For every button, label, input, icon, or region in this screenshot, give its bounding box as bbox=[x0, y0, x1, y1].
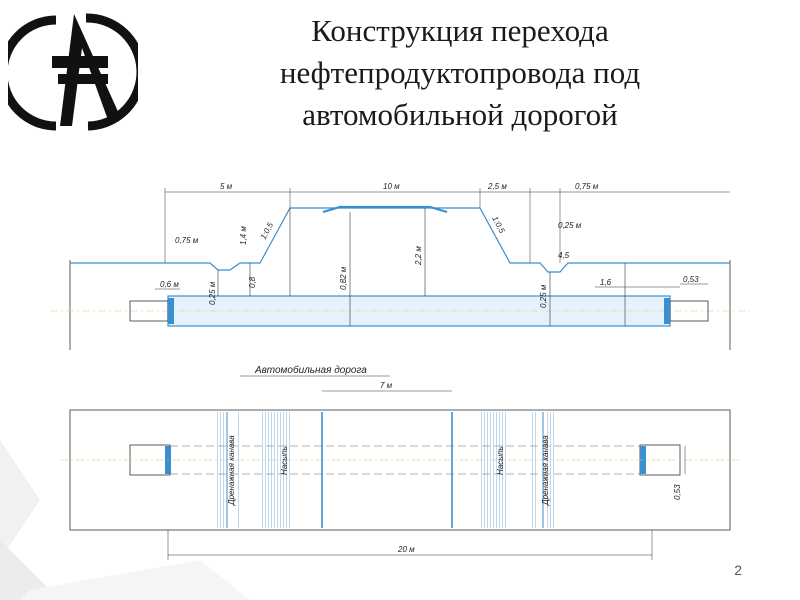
height-0-25m-left: 0,25 м bbox=[208, 281, 217, 305]
company-logo-icon bbox=[8, 13, 138, 131]
height-0-82m: 0,82 м bbox=[339, 266, 348, 290]
height-4-5: 4,5 bbox=[558, 251, 570, 260]
crossing-drawing: 5 м 10 м 2,5 м 0,75 м 0,75 м 0,25 м 1:0,… bbox=[50, 182, 750, 560]
height-0-8: 0,8 bbox=[248, 276, 257, 288]
dim-0-75m-right: 0,75 м bbox=[575, 182, 599, 191]
plan-view: Автомобильная дорога 7 м Дренажная bbox=[60, 364, 740, 560]
dim-1-6: 1,6 bbox=[600, 278, 612, 287]
height-0-25m-right: 0,25 м bbox=[539, 284, 548, 308]
slide-title: Конструкция перехода нефтепродуктопровод… bbox=[180, 10, 740, 136]
dim-2-5m: 2,5 м bbox=[487, 182, 507, 191]
title-line-1: Конструкция перехода bbox=[311, 13, 609, 48]
height-1-4m: 1,4 м bbox=[239, 226, 248, 245]
decorative-background bbox=[0, 440, 250, 600]
title-line-3: автомобильной дорогой bbox=[302, 97, 618, 132]
dim-0-75m-left: 0,75 м bbox=[175, 236, 199, 245]
dim-0-53-plan: 0,53 bbox=[673, 484, 682, 500]
height-2-2m: 2,2 м bbox=[414, 246, 423, 266]
title-line-2: нефтепродуктопровода под bbox=[279, 55, 641, 90]
ditch-left-label: Дренажная канава bbox=[227, 435, 236, 506]
dim-10m: 10 м bbox=[383, 182, 400, 191]
dim-0-53-profile: 0,53 bbox=[683, 275, 699, 284]
slope-left: 1:0,5 bbox=[259, 221, 276, 241]
dim-7m: 7 м bbox=[380, 381, 393, 390]
ground-line bbox=[70, 207, 730, 273]
nasyp-left-label: Насыпь bbox=[280, 446, 289, 475]
nasyp-right-label: Насыпь bbox=[496, 446, 505, 475]
dim-0-25m-top-right: 0,25 м bbox=[558, 221, 582, 230]
dim-0-6m: 0,6 м bbox=[160, 280, 179, 289]
ditch-right-label: Дренажная канава bbox=[541, 435, 550, 506]
profile-view: 5 м 10 м 2,5 м 0,75 м 0,75 м 0,25 м 1:0,… bbox=[50, 182, 750, 350]
page-number: 2 bbox=[734, 562, 742, 578]
dim-5m: 5 м bbox=[220, 182, 233, 191]
dim-20m: 20 м bbox=[397, 545, 415, 554]
road-label: Автомобильная дорога bbox=[254, 364, 367, 376]
